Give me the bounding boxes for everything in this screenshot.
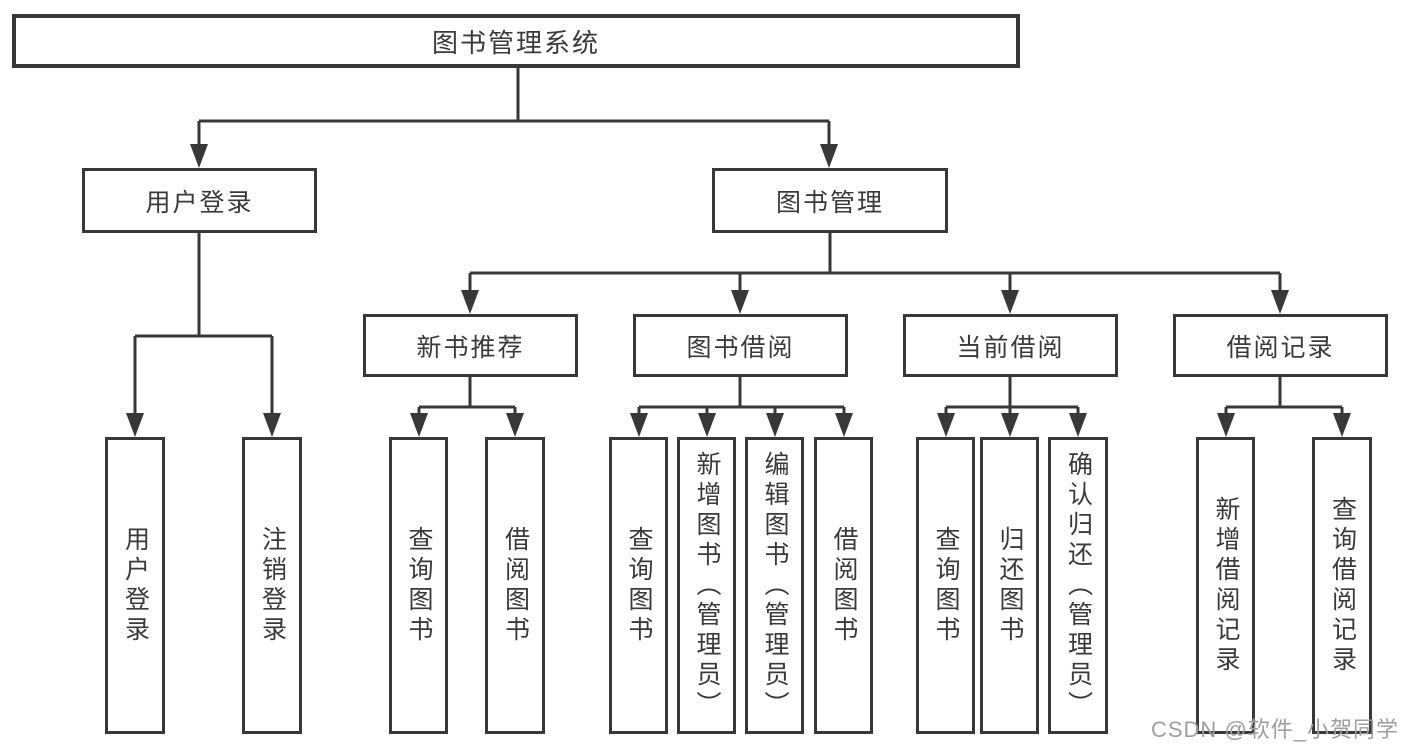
node-label: 新增图书（管理员） xyxy=(693,450,721,721)
leaf-edit-books-admin: 编辑图书（管理员） xyxy=(745,437,804,734)
node-label: 查询图书 xyxy=(932,525,960,646)
node-label: 当前借阅 xyxy=(956,333,1065,362)
node-label: 用户登录 xyxy=(145,188,254,217)
leaf-query-books-1: 查询图书 xyxy=(389,437,448,734)
leaf-user-login: 用户登录 xyxy=(105,437,165,734)
node-label: 新增借阅记录 xyxy=(1212,495,1240,676)
node-label: 查询图书 xyxy=(405,525,433,646)
leaf-query-books-2: 查询图书 xyxy=(609,437,668,734)
node-label: 查询图书 xyxy=(625,525,653,646)
node-label: 借阅图书 xyxy=(501,525,530,646)
csdn-watermark: CSDN @软件_小贺同学 xyxy=(1150,717,1399,742)
leaf-add-borrow-record: 新增借阅记录 xyxy=(1196,437,1255,734)
node-user-login-branch: 用户登录 xyxy=(82,168,317,233)
leaf-query-books-3: 查询图书 xyxy=(916,437,975,734)
node-book-management-branch: 图书管理 xyxy=(712,168,948,233)
node-label: 归还图书 xyxy=(996,525,1024,646)
leaf-borrow-books-2: 借阅图书 xyxy=(814,437,873,734)
leaf-add-books-admin: 新增图书（管理员） xyxy=(677,437,736,734)
node-label: 图书借阅 xyxy=(686,333,795,362)
node-new-book-recommend: 新书推荐 xyxy=(363,314,578,377)
node-label: 借阅记录 xyxy=(1226,333,1335,362)
node-borrow-records: 借阅记录 xyxy=(1173,314,1388,377)
node-book-borrowing: 图书借阅 xyxy=(633,314,848,377)
node-label: 查询借阅记录 xyxy=(1328,495,1357,676)
leaf-return-books: 归还图书 xyxy=(980,437,1039,734)
leaf-query-borrow-record: 查询借阅记录 xyxy=(1312,437,1372,734)
node-label: 新书推荐 xyxy=(416,333,525,362)
node-label: 用户登录 xyxy=(121,525,150,646)
node-label: 编辑图书（管理员） xyxy=(761,450,789,721)
node-label: 注销登录 xyxy=(258,525,287,646)
node-library-management-system: 图书管理系统 xyxy=(12,14,1020,68)
node-label: 图书管理 xyxy=(775,188,884,217)
leaf-borrow-books-1: 借阅图书 xyxy=(485,437,545,734)
node-label: 确认归还（管理员） xyxy=(1064,450,1093,721)
arrowheads xyxy=(126,144,1351,437)
node-label: 图书管理系统 xyxy=(431,27,600,58)
leaf-logout: 注销登录 xyxy=(242,437,302,734)
node-label: 借阅图书 xyxy=(830,525,858,646)
leaf-confirm-return-admin: 确认归还（管理员） xyxy=(1048,437,1108,734)
node-current-borrowing: 当前借阅 xyxy=(903,314,1118,377)
